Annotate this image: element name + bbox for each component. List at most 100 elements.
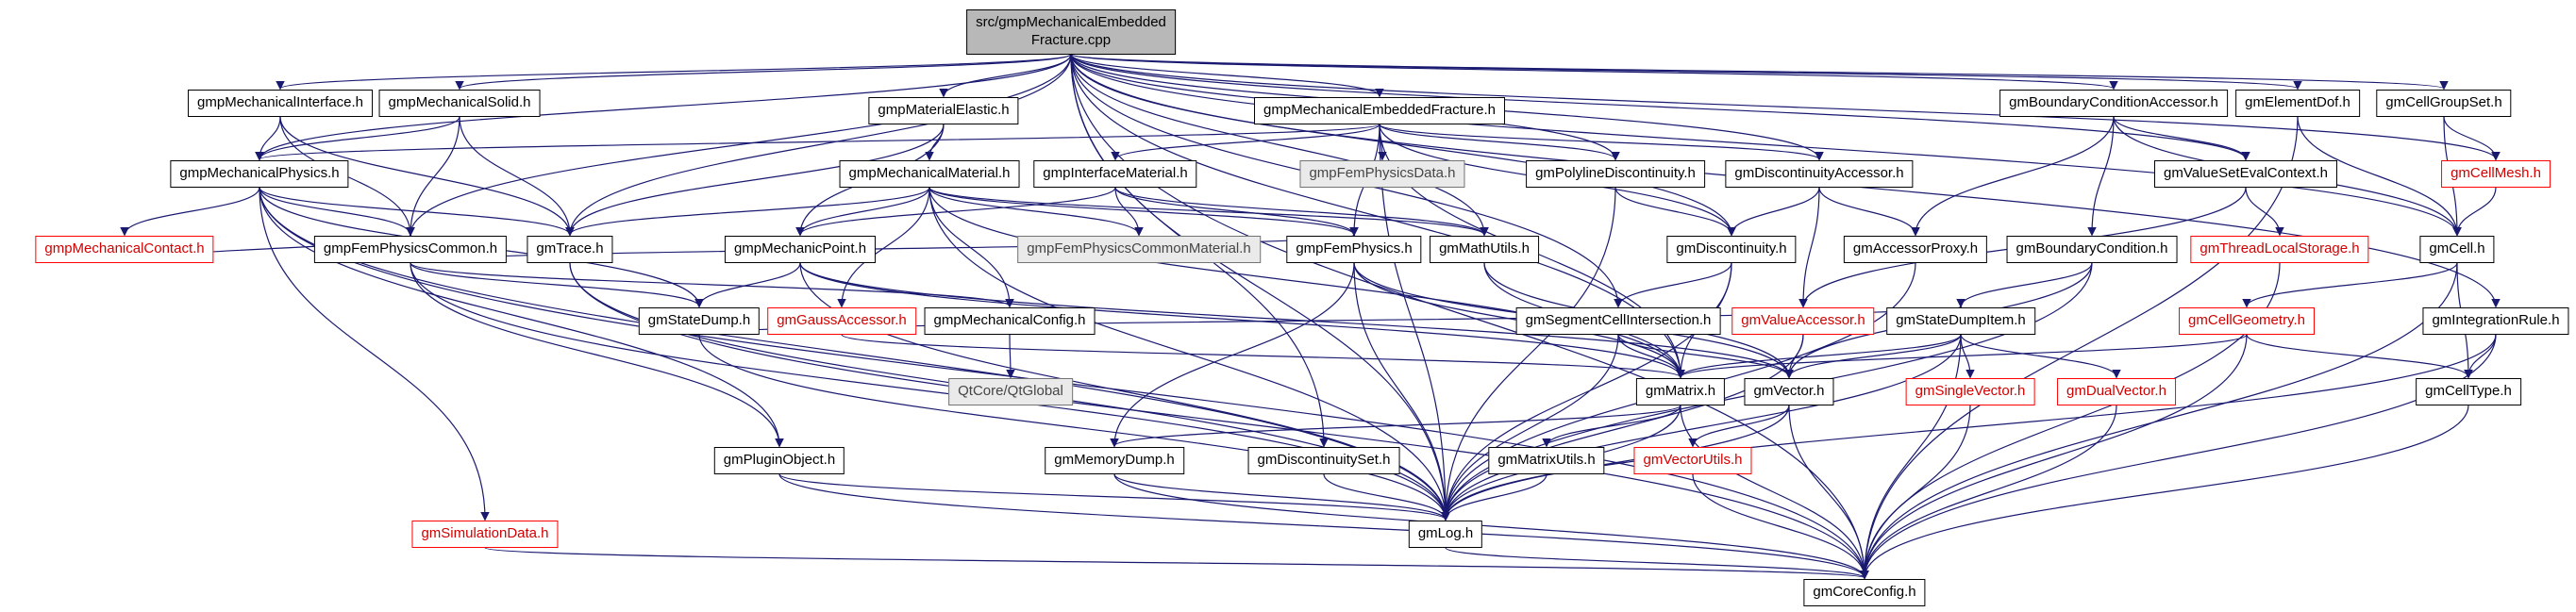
graph-node-mechPhysics[interactable]: gmpMechanicalPhysics.h	[170, 160, 349, 188]
graph-node-mathUtils[interactable]: gmMathUtils.h	[1430, 236, 1539, 263]
include-edge-main-to-discontinuity	[1070, 54, 1736, 237]
include-edge-main-to-cellGroupSet	[1070, 53, 2449, 91]
graph-node-trace[interactable]: gmTrace.h	[527, 236, 613, 263]
graph-node-vectorUtils[interactable]: gmVectorUtils.h	[1633, 447, 1752, 474]
graph-node-femPhysCommonMat: gmpFemPhysicsCommonMaterial.h	[1017, 236, 1261, 263]
include-edge-mechPoint-to-vector	[799, 262, 1794, 379]
include-edge-main-to-cell	[1070, 54, 2462, 237]
graph-node-femPhysicsCommon[interactable]: gmpFemPhysicsCommon.h	[313, 236, 508, 263]
graph-node-gaussAccessor[interactable]: gmGaussAccessor.h	[767, 307, 916, 335]
include-edge-valueAccessor-to-log	[1441, 334, 1804, 521]
include-edge-elementDof-to-coreConfig	[1860, 116, 2299, 580]
include-edge-interfaceMaterial-to-femPhysCommonMat	[1114, 187, 1144, 237]
include-edge-mechMaterial-to-mechPoint	[795, 187, 930, 237]
include-edge-main-to-trace	[565, 54, 1072, 237]
graph-node-femPhysics[interactable]: gmpFemPhysics.h	[1286, 236, 1422, 263]
include-edge-simData-to-coreConfig	[484, 547, 1869, 580]
graph-node-simData[interactable]: gmSimulationData.h	[411, 521, 559, 548]
include-edge-gaussAccessor-to-matrix	[841, 334, 1685, 379]
include-edge-mechInterface-to-trace	[279, 116, 575, 237]
graph-node-valueAccessor[interactable]: gmValueAccessor.h	[1731, 307, 1875, 335]
graph-node-memoryDump[interactable]: gmMemoryDump.h	[1045, 447, 1184, 474]
include-edge-polyDisc-to-discontinuity	[1614, 187, 1736, 237]
graph-node-interfaceMaterial[interactable]: gmpInterfaceMaterial.h	[1033, 160, 1197, 188]
graph-node-mechConfig[interactable]: gmpMechanicalConfig.h	[924, 307, 1096, 335]
include-edge-vector-to-vectorUtils	[1688, 405, 1790, 448]
graph-node-vector[interactable]: gmVector.h	[1744, 378, 1834, 405]
include-edge-mechPoint-to-log	[799, 262, 1450, 521]
graph-node-discontinuity[interactable]: gmDiscontinuity.h	[1666, 236, 1797, 263]
include-edge-bcAccessor-to-accessorProxy	[1911, 116, 2115, 237]
graph-node-bcAccessor[interactable]: gmBoundaryConditionAccessor.h	[1999, 90, 2228, 117]
graph-node-cell[interactable]: gmCell.h	[2419, 236, 2495, 263]
include-edge-main-to-femPhysicsCommon	[406, 54, 1072, 237]
include-edge-mechPhysics-to-femPhysicsCommon	[259, 187, 415, 237]
graph-node-discSet[interactable]: gmDiscontinuitySet.h	[1247, 447, 1400, 474]
include-edge-mechInterface-to-mechPhysics	[255, 116, 281, 161]
include-edge-mechPoint-to-stateDump	[694, 262, 801, 308]
include-edge-matrix-to-coreConfig	[1680, 405, 1869, 580]
include-edge-discSet-to-log	[1323, 473, 1450, 521]
graph-node-valueSetEval[interactable]: gmValueSetEvalContext.h	[2154, 160, 2337, 188]
graph-node-mechPoint[interactable]: gmpMechanicPoint.h	[724, 236, 877, 263]
include-edge-mechEmbFrac-to-discAccessor	[1379, 124, 1824, 161]
graph-node-integrationRule[interactable]: gmIntegrationRule.h	[2422, 307, 2569, 335]
include-edge-vector-to-coreConfig	[1788, 405, 1869, 580]
graph-node-elementDof[interactable]: gmElementDof.h	[2235, 90, 2360, 117]
graph-node-cellGeometry[interactable]: gmCellGeometry.h	[2179, 307, 2315, 335]
include-edge-cellGeometry-to-matrix	[1676, 334, 2248, 379]
include-edge-main-to-cellMesh	[1070, 54, 2501, 161]
include-edge-mechEmbFrac-to-interfaceMaterial	[1111, 124, 1380, 161]
include-edge-interfaceMaterial-to-femPhysics	[1114, 187, 1359, 237]
graph-node-mechMaterial[interactable]: gmpMechanicalMaterial.h	[839, 160, 1020, 188]
include-edge-boundaryCondition-to-stateDumpItem	[1956, 262, 2093, 308]
include-edge-main-to-matElastic	[939, 54, 1072, 98]
include-edge-mechPhysics-to-pluginObject	[259, 187, 784, 448]
graph-node-stateDump[interactable]: gmStateDump.h	[638, 307, 761, 335]
include-edge-mechMaterial-to-femPhysCommonMat	[928, 187, 1144, 237]
include-edge-matElastic-to-mechMaterial	[925, 124, 945, 161]
graph-node-cellMesh[interactable]: gmCellMesh.h	[2441, 160, 2551, 188]
include-edge-main-to-mechPhysics	[255, 54, 1072, 161]
graph-node-threadLocal[interactable]: gmThreadLocalStorage.h	[2190, 236, 2369, 263]
graph-node-matrix[interactable]: gmMatrix.h	[1635, 378, 1726, 405]
include-edge-mechMaterial-to-mathUtils	[928, 187, 1489, 237]
include-edge-interfaceMaterial-to-mathUtils	[1114, 187, 1489, 237]
graph-node-polyDisc[interactable]: gmPolylineDiscontinuity.h	[1526, 160, 1705, 188]
include-edge-discontinuity-to-segCellInt	[1614, 262, 1732, 308]
include-edge-mechSolid-to-mechPhysics	[255, 116, 460, 161]
include-edge-mechPhysics-to-mechContact	[120, 187, 260, 237]
include-edge-femPhysicsCommon-to-pluginObject	[410, 262, 784, 448]
graph-node-mechContact[interactable]: gmpMechanicalContact.h	[35, 236, 214, 263]
graph-node-dualVector[interactable]: gmDualVector.h	[2057, 378, 2176, 405]
graph-node-discAccessor[interactable]: gmDiscontinuityAccessor.h	[1725, 160, 1914, 188]
include-edge-stateDumpItem-to-log	[1441, 334, 1962, 521]
graph-node-boundaryCondition[interactable]: gmBoundaryCondition.h	[2006, 236, 2178, 263]
graph-node-segCellInt[interactable]: gmSegmentCellIntersection.h	[1515, 307, 1721, 335]
include-edge-elementDof-to-cell	[2297, 116, 2462, 237]
graph-node-mechInterface[interactable]: gmpMechanicalInterface.h	[188, 90, 373, 117]
graph-node-pluginObject[interactable]: gmPluginObject.h	[713, 447, 845, 474]
include-edge-femPhysicsCommon-to-log	[410, 262, 1450, 521]
include-edge-pluginObject-to-log	[778, 473, 1450, 521]
include-edge-log-to-coreConfig	[1445, 547, 1869, 580]
graph-node-stateDumpItem[interactable]: gmStateDumpItem.h	[1886, 307, 2035, 335]
include-edge-stateDumpItem-to-matrix	[1676, 334, 1962, 379]
graph-node-matElastic[interactable]: gmpMaterialElastic.h	[868, 97, 1019, 124]
include-edge-vectorUtils-to-coreConfig	[1692, 473, 1869, 580]
include-edge-integrationRule-to-cellType	[2464, 334, 2497, 379]
include-edge-valueSetEval-to-threadLocal	[2245, 187, 2284, 237]
graph-node-mechEmbFrac[interactable]: gmpMechanicalEmbeddedFracture.h	[1254, 97, 1505, 124]
graph-node-cellGroupSet[interactable]: gmCellGroupSet.h	[2376, 90, 2512, 117]
include-edge-stateDump-to-log	[698, 334, 1450, 521]
include-edge-mechSolid-to-trace	[459, 116, 575, 237]
graph-node-cellType[interactable]: gmCellType.h	[2416, 378, 2521, 405]
graph-node-matrixUtils[interactable]: gmMatrixUtils.h	[1488, 447, 1605, 474]
graph-node-mechSolid[interactable]: gmpMechanicalSolid.h	[378, 90, 541, 117]
include-edge-main-to-log	[1070, 54, 1450, 521]
graph-node-accessorProxy[interactable]: gmAccessorProxy.h	[1843, 236, 1988, 263]
graph-node-singleVector[interactable]: gmSingleVector.h	[1905, 378, 2035, 405]
graph-node-coreConfig[interactable]: gmCoreConfig.h	[1803, 579, 1926, 606]
graph-node-log[interactable]: gmLog.h	[1408, 521, 1483, 548]
